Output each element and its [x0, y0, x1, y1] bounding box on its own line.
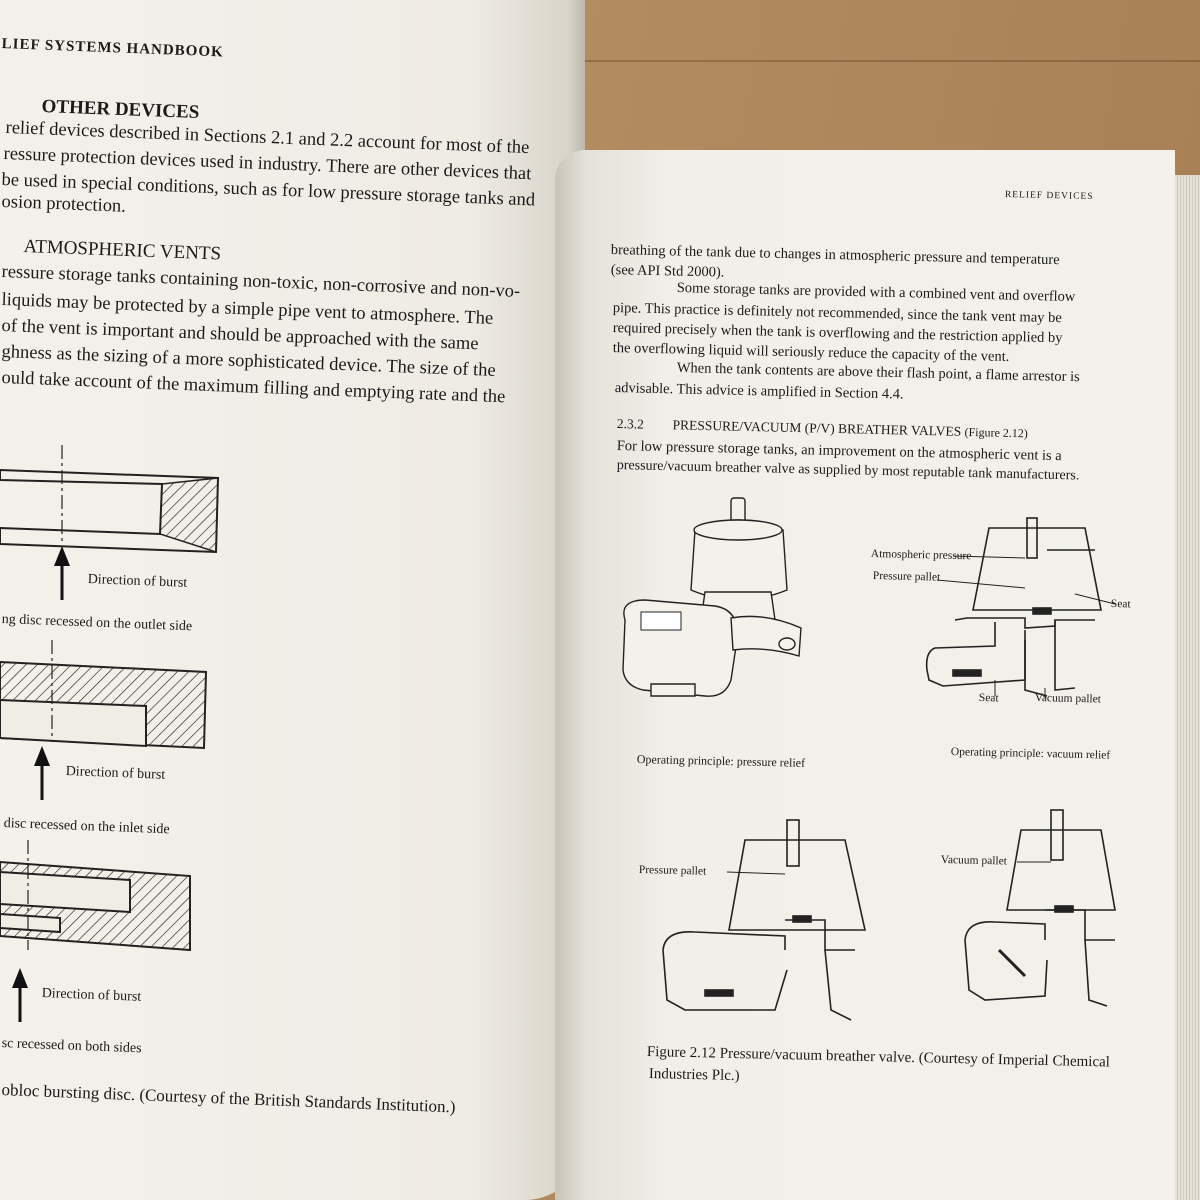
label-seat: Seat	[1110, 598, 1131, 611]
floor-plank-seam	[0, 60, 1200, 62]
breather-valve-figure	[622, 497, 1116, 1021]
valve-schematic-pressure-relief	[925, 517, 1102, 697]
burst-direction-arrow	[54, 546, 70, 600]
bursting-disc-figure	[0, 445, 220, 1022]
label-vacuum-pallet: Vacuum pallet	[1034, 692, 1102, 706]
valve-schematic-bottom-left	[662, 819, 866, 1021]
disc-both-sides-recess	[0, 840, 191, 952]
disc-outlet-recess	[0, 445, 220, 554]
label-pressure-pallet: Pressure pallet	[638, 864, 707, 878]
left-page: LIEF SYSTEMS HANDBOOK OTHER DEVICES reli…	[0, 0, 585, 1200]
valve-schematic-vacuum-relief	[964, 809, 1116, 1007]
label-leader-lines	[726, 555, 1116, 875]
figure-caption-continued: Industries Plc.)	[648, 1066, 740, 1085]
valve-perspective-drawing	[622, 497, 802, 697]
label-atmospheric-pressure: Atmospheric pressure	[870, 548, 972, 563]
label-vacuum-pallet: Vacuum pallet	[940, 854, 1008, 868]
label-pressure-pallet: Pressure pallet	[872, 570, 941, 584]
disc-inlet-recess	[0, 640, 208, 750]
burst-direction-arrow	[12, 968, 28, 1022]
label-seat: Seat	[978, 692, 999, 705]
burst-direction-arrow	[34, 746, 50, 800]
right-page: RELIEF DEVICES breathing of the tank due…	[555, 150, 1175, 1200]
